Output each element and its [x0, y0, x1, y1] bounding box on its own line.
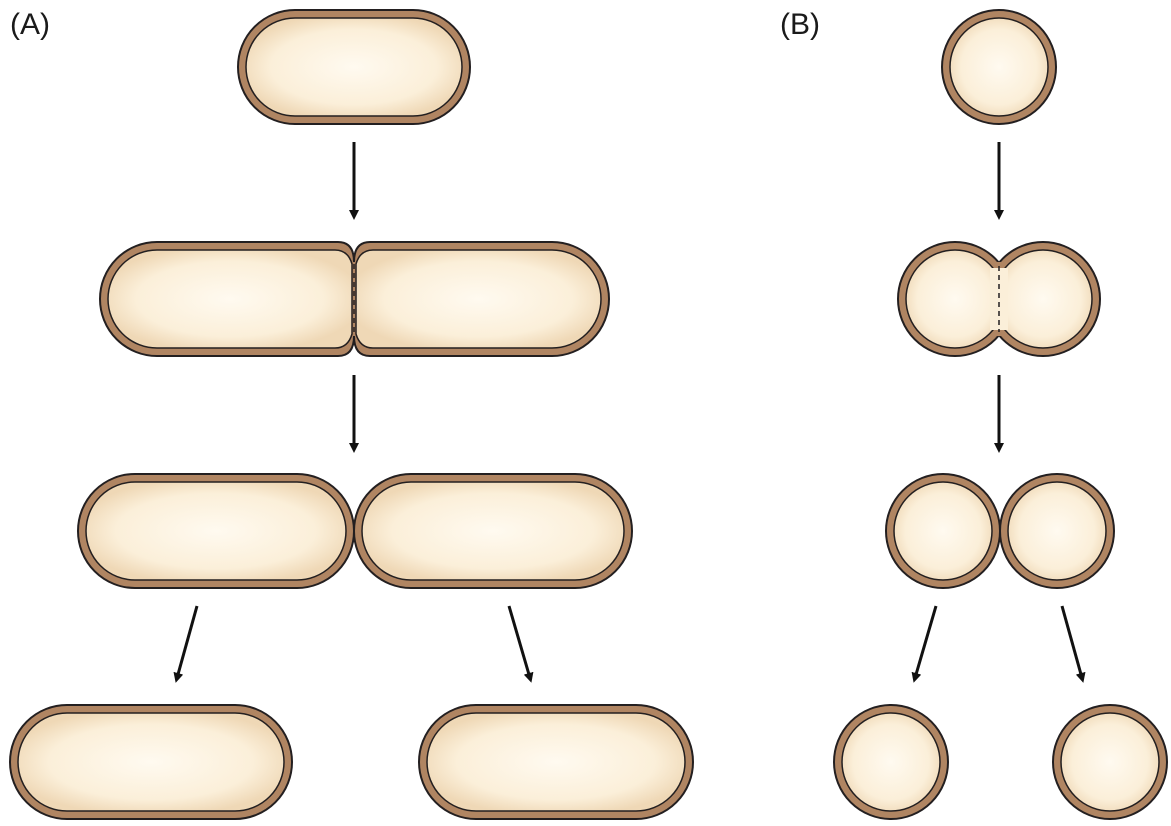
panel-b: [833, 9, 1168, 820]
rod-daughter-left: [9, 704, 293, 820]
coccus-daughter-right: [1052, 704, 1168, 820]
panel-b-label: (B): [780, 8, 820, 41]
arrow-down-right-icon: [507, 605, 534, 683]
panel-a-label: (A): [10, 8, 50, 41]
rod-daughter-pair: [77, 473, 633, 589]
rod-cell-initial: [237, 9, 471, 125]
panel-a: [9, 9, 694, 820]
coccus-cell-initial: [941, 9, 1057, 125]
arrow-down-left-icon: [911, 605, 938, 683]
coccus-daughter-left: [833, 704, 949, 820]
arrow-down-left-icon: [173, 605, 199, 683]
arrow-down-right-icon: [1060, 605, 1086, 683]
coccus-daughter-pair: [885, 473, 1115, 589]
coccus-cell-constricting: [897, 241, 1101, 357]
rod-daughter-right: [418, 704, 694, 820]
rod-cell-elongated-constricting: [99, 241, 610, 357]
